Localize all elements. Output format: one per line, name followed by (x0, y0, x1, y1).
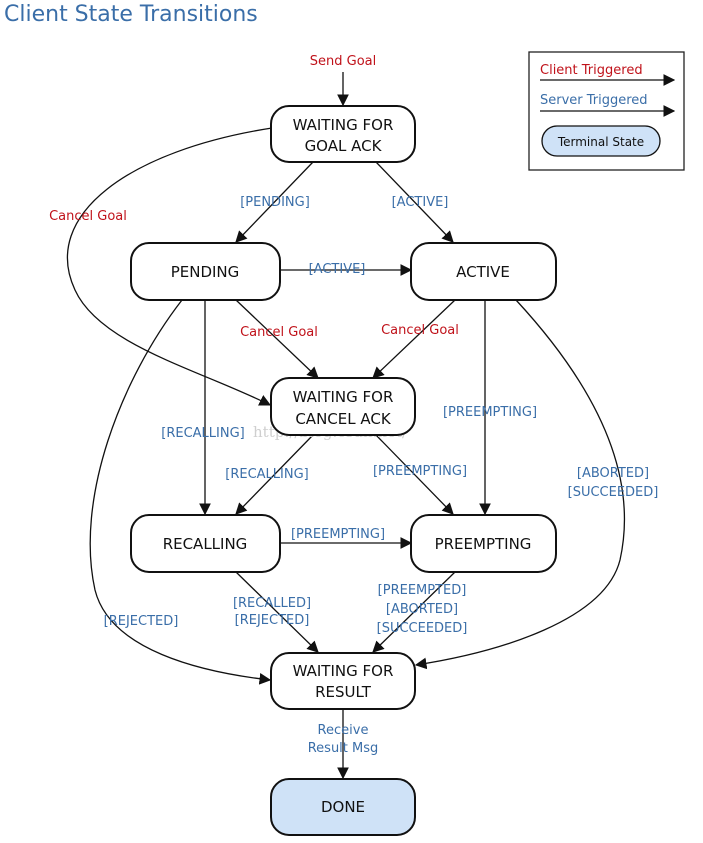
edge-preempting-result (372, 571, 456, 653)
legend: Client Triggered Server Triggered Termin… (528, 51, 685, 171)
label-active: [ACTIVE] (392, 195, 449, 210)
edge-pending-cancel (235, 299, 319, 379)
label-active-mid: [ACTIVE] (309, 262, 366, 277)
edge-cancel-from-ack (66, 127, 273, 406)
label-preempting-active: [PREEMPTING] (443, 405, 537, 420)
legend-server-label: Server Triggered (540, 93, 648, 108)
node-label: RECALLING (163, 535, 248, 553)
label-preempting-cancel: [PREEMPTING] (373, 464, 467, 479)
label-send-goal: Send Goal (310, 54, 376, 69)
node-label: DONE (321, 798, 365, 816)
edge-active-result (414, 299, 626, 670)
node-label-line2: GOAL ACK (305, 137, 383, 155)
label-succeeded: [SUCCEEDED] (568, 485, 659, 500)
node-done: DONE (270, 778, 416, 836)
legend-terminal-swatch (541, 125, 661, 157)
edges (66, 72, 626, 780)
node-label: PENDING (171, 263, 240, 281)
node-label-line1: WAITING FOR (293, 388, 394, 406)
label-cancel-goal-pending: Cancel Goal (240, 325, 318, 340)
label-rejected-2: [REJECTED] (235, 613, 310, 628)
label-receive: Receive (318, 723, 369, 738)
label-recalled: [RECALLED] (233, 596, 311, 611)
node-preempting: PREEMPTING (410, 514, 557, 573)
label-result-msg: Result Msg (308, 741, 379, 756)
label-rejected: [REJECTED] (104, 614, 179, 629)
node-label-line2: RESULT (315, 683, 372, 701)
edge-recalling-result (235, 571, 319, 653)
node-active: ACTIVE (410, 242, 557, 301)
legend-terminal-label: Terminal State (557, 135, 644, 149)
node-recalling: RECALLING (130, 514, 281, 573)
label-recalling-cancel: [RECALLING] (225, 467, 308, 482)
node-label: PREEMPTING (435, 535, 532, 553)
legend-client-label: Client Triggered (540, 63, 643, 78)
label-preempting-recalling: [PREEMPTING] (291, 527, 385, 542)
node-label-line2: CANCEL ACK (295, 410, 392, 428)
edge-cancel-recalling (235, 434, 314, 515)
label-cancel-goal-left: Cancel Goal (49, 209, 127, 224)
node-waiting-goal-ack: WAITING FOR GOAL ACK (270, 105, 416, 163)
edge-labels: Send Goal Cancel Goal [PENDING] [ACTIVE]… (49, 54, 658, 756)
edge-ack-active (375, 161, 454, 243)
edge-active-cancel (372, 299, 456, 379)
label-cancel-goal-active: Cancel Goal (381, 323, 459, 338)
label-succeeded-2: [SUCCEEDED] (377, 621, 468, 636)
node-label: ACTIVE (456, 263, 510, 281)
edge-pending-result (89, 299, 272, 685)
node-label-line1: WAITING FOR (293, 662, 394, 680)
node-waiting-result: WAITING FOR RESULT (270, 652, 416, 710)
label-preempted: [PREEMPTED] (378, 583, 467, 598)
label-pending: [PENDING] (240, 195, 310, 210)
label-aborted-2: [ABORTED] (386, 602, 458, 617)
node-waiting-cancel-ack: WAITING FOR CANCEL ACK (270, 377, 416, 436)
page-title: Client State Transitions (4, 2, 258, 27)
edge-cancel-preempting (375, 434, 454, 515)
label-recalling-pending: [RECALLING] (161, 426, 244, 441)
node-label-line1: WAITING FOR (293, 116, 394, 134)
node-pending: PENDING (130, 242, 281, 301)
label-aborted: [ABORTED] (577, 466, 649, 481)
edge-ack-pending (235, 161, 314, 243)
